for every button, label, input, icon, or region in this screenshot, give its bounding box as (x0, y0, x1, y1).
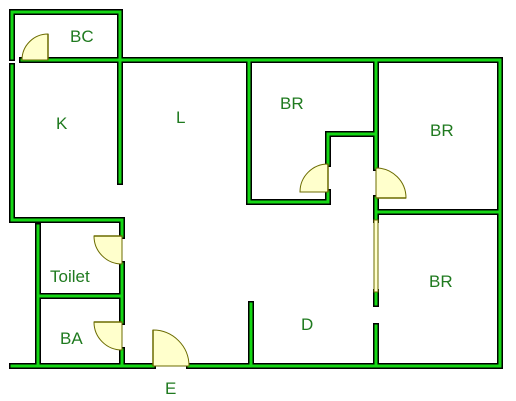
doors (21, 33, 407, 367)
room-label-d: D (301, 315, 313, 334)
room-label-ba: BA (60, 329, 83, 348)
door-br-middle (299, 163, 329, 193)
room-label-entrance: E (165, 379, 176, 398)
room-label-l: L (176, 108, 185, 127)
door-toilet (93, 235, 123, 265)
door-entrance (152, 329, 190, 367)
door-br-bottom-right (373, 219, 379, 293)
door-ba (93, 321, 123, 351)
door-bc (21, 33, 49, 61)
room-label-toilet: Toilet (50, 267, 90, 286)
room-label-k: K (56, 114, 68, 133)
walls (9, 9, 503, 369)
room-label-br-top-middle: BR (280, 94, 304, 113)
room-label-bc: BC (70, 27, 94, 46)
room-label-br-top-right: BR (430, 121, 454, 140)
door-br-top-right (375, 167, 407, 199)
room-label-br-bottom-right: BR (429, 272, 453, 291)
